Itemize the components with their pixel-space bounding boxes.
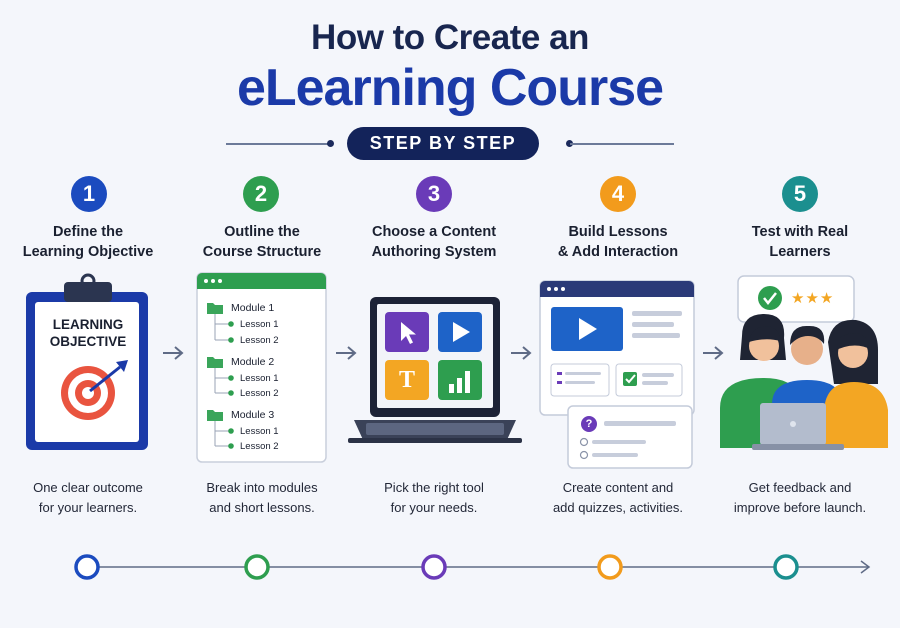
step-2-description-line-2: and short lessons. (209, 500, 315, 515)
step-2-description: Break into modules and short lessons. (174, 478, 350, 518)
step-2: 2 Outline the Course Structure (172, 0, 352, 628)
step-4-title-line-2: & Add Interaction (557, 244, 679, 260)
step-4: 4 Build Lessons & Add Interaction ? (530, 0, 710, 628)
lesson-builder-illustration (539, 280, 695, 469)
module-3-lesson-1: Lesson 1 (240, 426, 279, 437)
step-4-description: Create content and add quizzes, activiti… (530, 478, 706, 518)
step-1-description: One clear outcome for your learners. (0, 478, 176, 518)
module-2-lesson-1: Lesson 1 (240, 373, 279, 384)
step-5-description-line-2: improve before launch. (733, 500, 867, 515)
step-3-description-line-1: Pick the right tool (384, 480, 484, 495)
step-4-number: 4 (600, 176, 636, 212)
arrow-right-icon (703, 346, 724, 360)
clipboard-label-line-1: LEARNING (52, 317, 124, 332)
quiz-question-icon: ? (585, 418, 593, 430)
step-4-description-line-2: add quizzes, activities. (552, 500, 684, 515)
step-3-title-line-2: Authoring System (371, 244, 497, 260)
step-1-title: Define the Learning Objective (0, 222, 176, 262)
step-2-title: Outline the Course Structure (174, 222, 350, 262)
step-1-title-line-1: Define the (52, 224, 124, 240)
step-1: 1 Define the Learning Objective LEARNING… (0, 0, 180, 628)
step-5-number: 5 (782, 176, 818, 212)
step-1-title-line-2: Learning Objective (22, 244, 154, 260)
step-5: 5 Test with Real Learners ★★★ Get feedba… (712, 0, 892, 628)
step-1-description-line-1: One clear outcome (33, 480, 143, 495)
module-1-label: Module 1 (231, 302, 275, 314)
module-1-lesson-1: Lesson 1 (240, 319, 279, 330)
step-5-description: Get feedback and improve before launch. (712, 478, 888, 518)
header-divider-dot-right (566, 140, 573, 147)
clipboard-illustration (26, 273, 148, 450)
clipboard-label: LEARNING OBJECTIVE (36, 316, 140, 350)
header-divider-dot-left (327, 140, 334, 147)
step-1-description-line-2: for your learners. (38, 500, 138, 515)
step-4-title-line-1: Build Lessons (568, 224, 668, 240)
step-5-description-line-1: Get feedback and (748, 480, 852, 495)
step-4-description-line-1: Create content and (562, 480, 674, 495)
arrow-right-icon (511, 346, 532, 360)
step-3-description-line-2: for your needs. (390, 500, 478, 515)
clipboard-label-line-2: OBJECTIVE (49, 334, 127, 349)
step-2-title-line-2: Course Structure (202, 244, 322, 260)
rating-stars-icon: ★★★ (791, 290, 835, 307)
module-3-lesson-2: Lesson 2 (240, 441, 279, 452)
module-1-lesson-2: Lesson 2 (240, 335, 279, 346)
title-line-1: How to Create an (311, 18, 589, 57)
learners-illustration (720, 275, 888, 450)
step-3: 3 Choose a Content Authoring System T Pi… (348, 0, 528, 628)
step-by-step-badge: STEP BY STEP (347, 127, 539, 160)
step-4-title: Build Lessons & Add Interaction (530, 222, 706, 262)
text-tile-letter: T (398, 366, 415, 393)
step-3-title-line-1: Choose a Content (371, 224, 497, 240)
step-3-title: Choose a Content Authoring System (346, 222, 522, 262)
arrow-right-icon (336, 346, 357, 360)
module-2-lesson-2: Lesson 2 (240, 388, 279, 399)
step-5-title-line-2: Learners (769, 244, 831, 260)
step-1-number: 1 (71, 176, 107, 212)
arrow-right-icon (163, 346, 184, 360)
module-2-label: Module 2 (231, 356, 275, 368)
title-line-2: eLearning Course (236, 59, 664, 117)
step-2-title-line-1: Outline the (224, 224, 300, 240)
header-divider-right (570, 143, 674, 145)
step-3-description: Pick the right tool for your needs. (346, 478, 522, 518)
step-2-description-line-1: Break into modules (206, 480, 318, 495)
header-divider-left (226, 143, 330, 145)
course-outline-window (196, 272, 327, 463)
step-5-title-line-1: Test with Real (751, 224, 849, 240)
step-2-number: 2 (243, 176, 279, 212)
step-3-number: 3 (416, 176, 452, 212)
module-3-label: Module 3 (231, 409, 275, 421)
step-5-title: Test with Real Learners (712, 222, 888, 262)
laptop-illustration (348, 297, 522, 443)
